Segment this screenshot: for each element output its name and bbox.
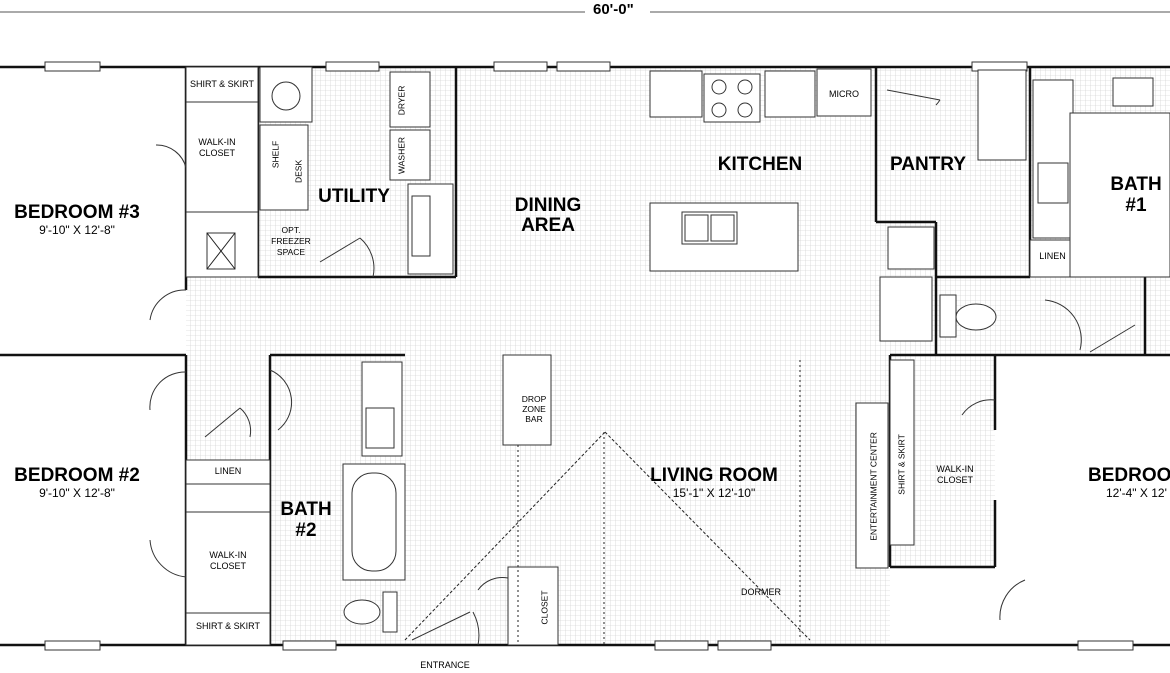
- freezer-space-line2: FREEZER: [271, 236, 311, 246]
- dining-area-label-line2: AREA: [521, 215, 575, 236]
- closet-label: CLOSET: [539, 590, 550, 625]
- dining-area-label-line1: DINING: [514, 195, 582, 216]
- entertainment-center-label: ENTERTAINMENT CENTER: [868, 432, 879, 541]
- living-room-size: 15'-1" X 12'-10": [672, 486, 756, 500]
- shirt-skirt-label-top: SHIRT & SKIRT: [189, 79, 255, 89]
- drop-zone-bar-line2: ZONE: [522, 404, 546, 414]
- walk-in-closet-bed1-line1: WALK-IN: [936, 464, 974, 474]
- bedroom-3-label: BEDROOM #3: [14, 202, 140, 223]
- bedroom-3-size: 9'-10" X 12'-8": [39, 223, 115, 237]
- bedroom-2-size: 9'-10" X 12'-8": [39, 486, 115, 500]
- freezer-space-line3: SPACE: [276, 247, 306, 257]
- bath-2-label-line2: #2: [295, 520, 317, 541]
- bath-1-label-line1: BATH: [1110, 174, 1162, 195]
- walk-in-closet-bed2-line2: CLOSET: [209, 561, 246, 571]
- walk-in-closet-bed1-line2: CLOSET: [936, 475, 973, 485]
- linen-bath-1-label: LINEN: [1039, 251, 1066, 261]
- bath-2-label-line1: BATH: [280, 499, 332, 520]
- bedroom-1-label: BEDROOM: [1088, 465, 1170, 486]
- bedroom-1-size: 12'-4" X 12': [1106, 486, 1167, 500]
- shirt-skirt-bed2-label: SHIRT & SKIRT: [195, 621, 261, 631]
- shirt-skirt-bed1-label: SHIRT & SKIRT: [896, 434, 907, 495]
- living-room-label: LIVING ROOM: [650, 465, 778, 486]
- microwave-label: MICRO: [829, 89, 859, 99]
- utility-label: UTILITY: [318, 186, 390, 207]
- linen-bath-2-label: LINEN: [214, 466, 242, 476]
- kitchen-label: KITCHEN: [717, 154, 803, 175]
- walk-in-closet-top-line1: WALK-IN: [198, 137, 236, 147]
- walk-in-closet-bed2-line1: WALK-IN: [209, 550, 247, 560]
- bedroom-2-label: BEDROOM #2: [14, 465, 140, 486]
- fixtures: [185, 66, 1170, 646]
- entrance-label: ENTRANCE: [420, 660, 470, 670]
- walk-in-closet-top-line2: CLOSET: [198, 148, 235, 158]
- washer-label: WASHER: [396, 136, 407, 174]
- windows: [44, 61, 1134, 651]
- doors: [149, 89, 1136, 646]
- desk-label: DESK: [293, 159, 304, 184]
- pantry-label: PANTRY: [890, 154, 966, 175]
- dryer-label: DRYER: [396, 85, 407, 116]
- overall-width-dimension: 60'-0": [589, 2, 638, 18]
- drop-zone-bar-line3: BAR: [525, 414, 543, 424]
- shelf-label: SHELF: [270, 140, 281, 169]
- bath-1-label-line2: #1: [1125, 195, 1147, 216]
- dormer-label: DORMER: [741, 587, 781, 597]
- drop-zone-bar-line1: DROP: [521, 394, 547, 404]
- freezer-space-line1: OPT.: [281, 225, 301, 235]
